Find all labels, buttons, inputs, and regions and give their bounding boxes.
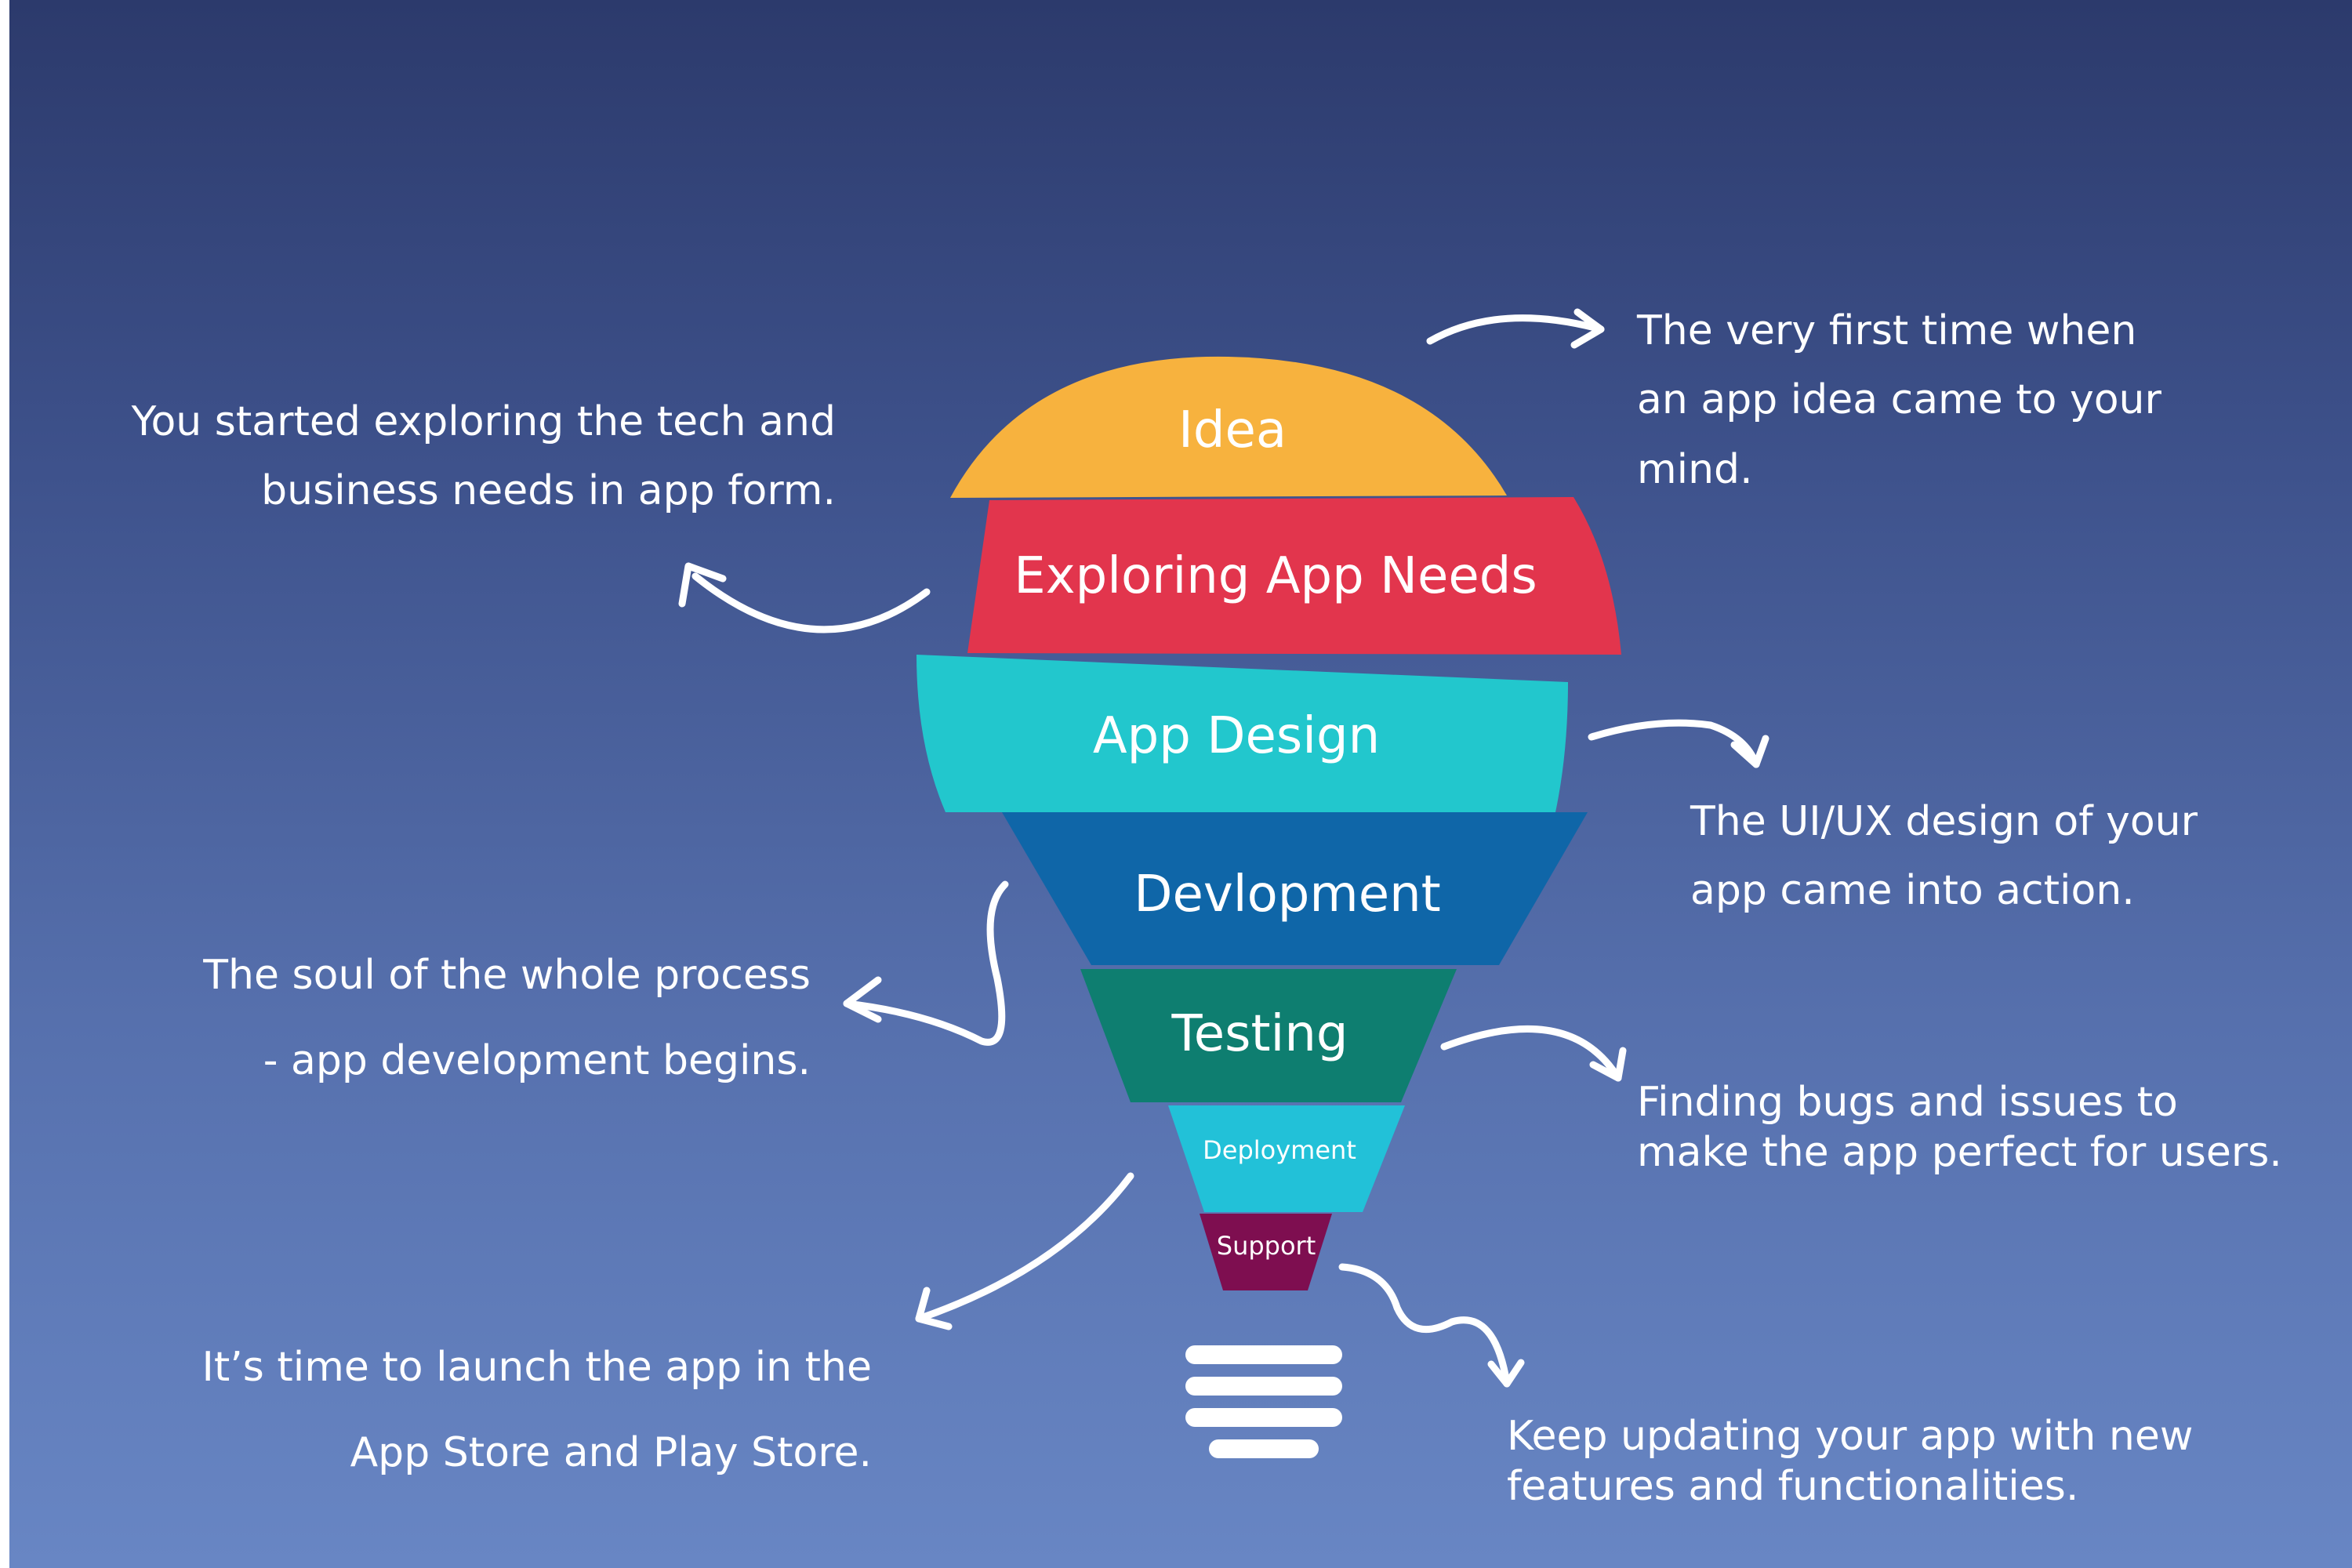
stage-label-testing: Testing: [1171, 1005, 1348, 1063]
development-description: The soul of the whole process - app deve…: [203, 952, 811, 1085]
stage-testing-shape: [1080, 969, 1457, 1102]
arrow-icon: [1440, 1025, 1627, 1082]
stage-label-design: App Design: [1093, 707, 1380, 765]
stage-label-support: Support: [1217, 1231, 1316, 1261]
support-description: Keep updating your app with new features…: [1507, 1413, 2194, 1511]
app-lifecycle-bulb: Idea Exploring App Needs App Design Devl…: [678, 308, 1769, 1458]
arrow-icon: [1588, 719, 1769, 768]
stage-development-shape: [1002, 812, 1588, 965]
stage-design-shape: [916, 655, 1568, 812]
stage-label-deployment: Deployment: [1203, 1135, 1356, 1165]
arrow-icon: [843, 880, 1009, 1046]
bulb-base-icon: [1185, 1345, 1342, 1458]
stage-label-idea: Idea: [1178, 401, 1287, 459]
testing-description: Finding bugs and issues to make the app …: [1637, 1079, 2282, 1177]
stage-idea-shape: [950, 356, 1507, 498]
stage-label-development: Devlopment: [1134, 866, 1440, 924]
exploring-description: You started exploring the tech and busin…: [131, 398, 836, 515]
idea-description: The very first time when an app idea cam…: [1637, 307, 2161, 493]
stage-label-exploring: Exploring App Needs: [1014, 547, 1537, 605]
design-description: The UI/UX design of your app came into a…: [1690, 798, 2198, 915]
arrow-icon: [1338, 1263, 1525, 1388]
stage-deployment-shape: [1168, 1105, 1405, 1212]
deployment-description: It’s time to launch the app in the App S…: [201, 1344, 872, 1477]
stage-support-shape: [1200, 1214, 1332, 1290]
arrow-icon: [678, 562, 931, 633]
arrow-icon: [915, 1172, 1134, 1330]
stage-exploring-shape: [967, 497, 1621, 655]
infographic: Idea Exploring App Needs App Design Devl…: [9, 0, 2352, 1568]
arrow-icon: [1426, 308, 1605, 349]
